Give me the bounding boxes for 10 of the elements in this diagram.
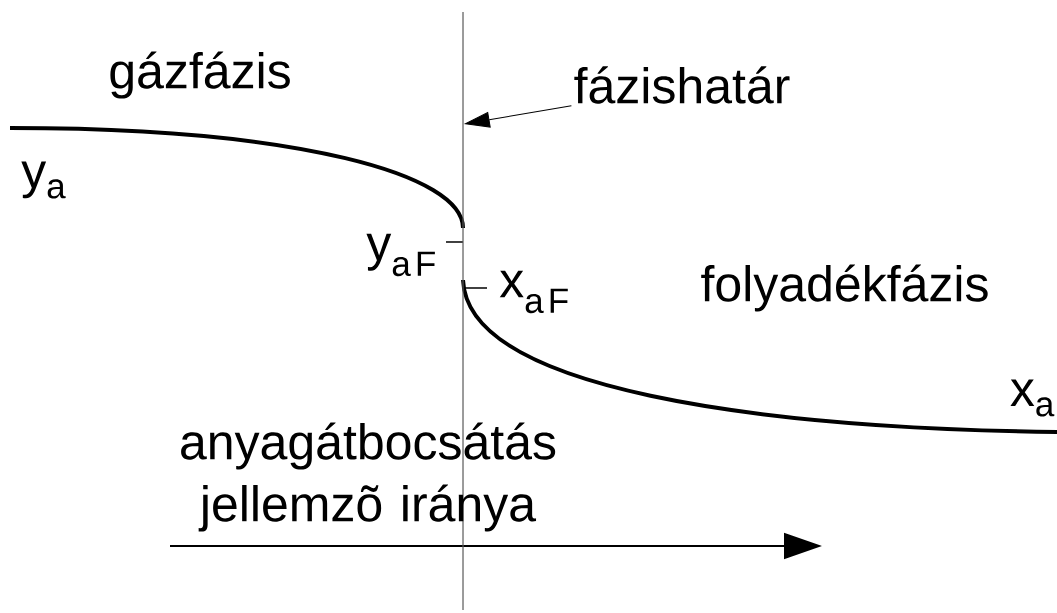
variable-label: $\mathrm{y}_{\mathrm{a\,F}}$: [366, 233, 435, 277]
phase-boundary-line: [462, 12, 464, 610]
leader-arrow: [465, 105, 572, 128]
axis-caption: anyagátbocsátás jellemzõ iránya: [181, 422, 556, 532]
region-label: folyadékfázis: [701, 264, 988, 312]
variable-label: $\mathrm{y}_{\mathrm{a}}$: [21, 161, 66, 199]
variable-label: $\mathrm{x}_{\mathrm{a\,F}}$: [499, 270, 568, 314]
label-text: fázishatár: [574, 66, 790, 104]
region-label: gázfázis: [110, 51, 290, 99]
variable-label: $\mathrm{x}_{\mathrm{a}}$: [1010, 379, 1055, 417]
